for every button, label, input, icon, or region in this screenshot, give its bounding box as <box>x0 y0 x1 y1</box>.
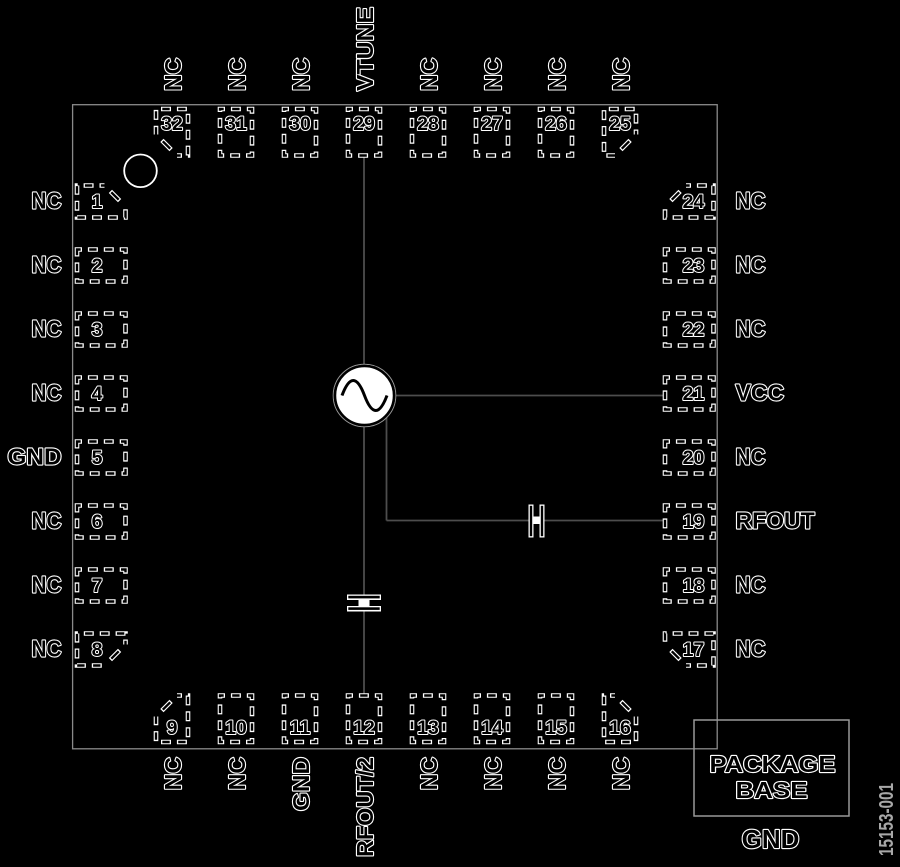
svg-text:9: 9 <box>167 717 178 739</box>
svg-text:NC: NC <box>608 58 634 91</box>
svg-text:NC: NC <box>32 571 62 597</box>
svg-text:NC: NC <box>224 58 250 91</box>
svg-text:28: 28 <box>417 113 439 135</box>
svg-text:PACKAGE: PACKAGE <box>710 751 836 777</box>
svg-text:NC: NC <box>224 757 250 790</box>
svg-text:NC: NC <box>480 58 506 91</box>
svg-text:NC: NC <box>736 315 766 341</box>
svg-text:NC: NC <box>736 635 766 661</box>
svg-text:24: 24 <box>683 191 705 213</box>
svg-text:31: 31 <box>225 113 247 135</box>
svg-text:NC: NC <box>160 58 186 91</box>
svg-text:19: 19 <box>683 511 705 533</box>
svg-text:5: 5 <box>92 447 103 469</box>
svg-text:23: 23 <box>683 255 705 277</box>
svg-text:NC: NC <box>32 187 62 213</box>
svg-text:1: 1 <box>92 191 103 213</box>
svg-text:GND: GND <box>288 757 314 811</box>
svg-text:25: 25 <box>609 113 631 135</box>
svg-text:NC: NC <box>416 757 442 790</box>
svg-text:3: 3 <box>92 319 103 341</box>
svg-text:16: 16 <box>609 717 631 739</box>
svg-text:NC: NC <box>32 379 62 405</box>
svg-text:15153-001: 15153-001 <box>876 783 898 856</box>
svg-text:30: 30 <box>289 113 311 135</box>
svg-text:22: 22 <box>683 319 705 341</box>
svg-text:VTUNE: VTUNE <box>352 7 378 91</box>
svg-text:BASE: BASE <box>736 777 808 803</box>
svg-text:NC: NC <box>608 757 634 790</box>
svg-text:2: 2 <box>92 255 103 277</box>
svg-text:NC: NC <box>736 187 766 213</box>
svg-text:8: 8 <box>92 639 103 661</box>
svg-text:NC: NC <box>288 58 314 91</box>
svg-text:NC: NC <box>544 58 570 91</box>
svg-text:29: 29 <box>353 113 375 135</box>
svg-text:NC: NC <box>32 251 62 277</box>
svg-text:NC: NC <box>736 571 766 597</box>
svg-text:32: 32 <box>161 113 183 135</box>
svg-text:11: 11 <box>290 717 311 739</box>
svg-text:27: 27 <box>481 113 503 135</box>
svg-text:RFOUT: RFOUT <box>736 507 815 533</box>
svg-text:NC: NC <box>736 443 766 469</box>
svg-text:14: 14 <box>481 717 503 739</box>
svg-text:10: 10 <box>225 717 247 739</box>
svg-text:NC: NC <box>32 507 62 533</box>
svg-text:21: 21 <box>683 383 705 405</box>
svg-text:7: 7 <box>92 575 103 597</box>
svg-text:13: 13 <box>417 717 439 739</box>
svg-text:GND: GND <box>8 443 62 469</box>
svg-text:RFOUT/2: RFOUT/2 <box>352 757 378 857</box>
svg-text:NC: NC <box>480 757 506 790</box>
svg-text:17: 17 <box>683 639 705 661</box>
svg-text:NC: NC <box>544 757 570 790</box>
svg-text:GND: GND <box>742 824 800 854</box>
svg-text:6: 6 <box>92 511 103 533</box>
svg-text:26: 26 <box>545 113 567 135</box>
svg-text:NC: NC <box>160 757 186 790</box>
svg-text:18: 18 <box>683 575 705 597</box>
svg-text:VCC: VCC <box>736 379 785 405</box>
svg-text:NC: NC <box>416 58 442 91</box>
svg-text:12: 12 <box>353 717 375 739</box>
svg-text:15: 15 <box>545 717 567 739</box>
svg-text:20: 20 <box>683 447 705 469</box>
svg-text:NC: NC <box>32 635 62 661</box>
svg-text:NC: NC <box>32 315 62 341</box>
svg-text:4: 4 <box>92 383 103 405</box>
svg-text:NC: NC <box>736 251 766 277</box>
